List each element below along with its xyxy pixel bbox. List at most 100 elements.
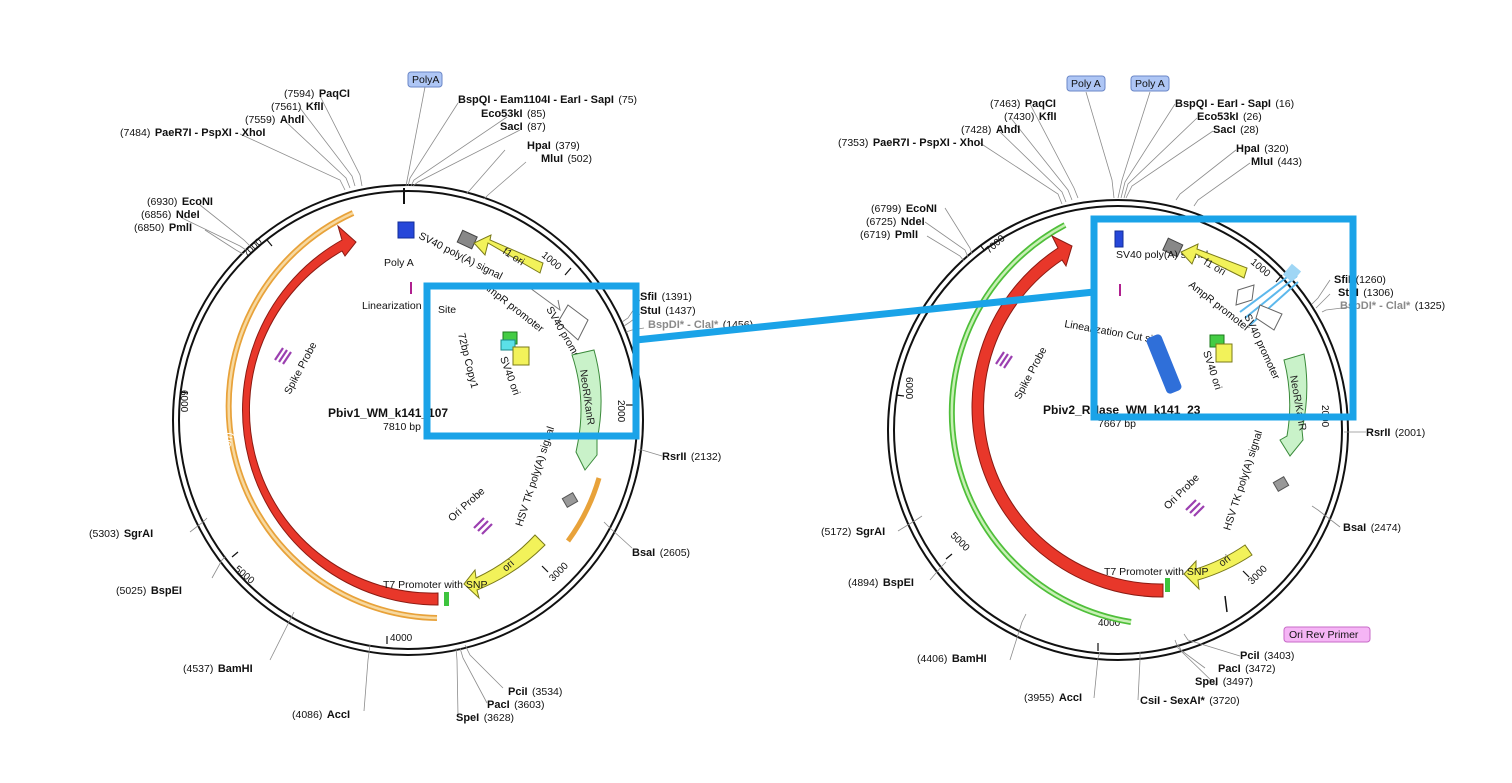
linearization-label: Linearization: [362, 300, 422, 312]
tick-label-7000: 7000: [241, 236, 265, 260]
sv40-polya-box-2: [1162, 237, 1184, 258]
spike-feature-label-2: Spike: [931, 423, 947, 451]
highlight-overlay: [423, 215, 1357, 440]
svg-text:SpeI (3497): SpeI (3497): [1195, 672, 1253, 689]
svg-text:Eco53kI (26): Eco53kI (26): [1197, 107, 1262, 124]
t7-promoter-marker-2: [1165, 578, 1170, 592]
f1-ori-feature-arrow: [473, 234, 544, 274]
svg-text:(7484) PaeR7I - PspXI - XhoI: (7484) PaeR7I - PspXI - XhoI: [120, 123, 265, 140]
svg-text:PacI (3603): PacI (3603): [487, 695, 544, 712]
spike-probe-icon: [274, 347, 292, 365]
svg-text:(7559) AhdI: (7559) AhdI: [245, 110, 304, 127]
ori-feature-arrow-2: [1183, 544, 1253, 591]
svg-text:(6930) EcoNI: (6930) EcoNI: [147, 192, 213, 209]
hsv-label-2: HSV TK poly(A) signal: [1221, 429, 1265, 532]
svg-text:(6850) PmlI: (6850) PmlI: [134, 218, 192, 235]
site-leaders-map-2: [897, 91, 1366, 701]
ori-feature-label-2: ori: [1216, 553, 1233, 570]
svg-text:PciI (3534): PciI (3534): [508, 682, 562, 699]
svg-text:SacI (28): SacI (28): [1213, 120, 1259, 137]
ori-probe-label: Ori Probe: [446, 485, 488, 524]
svg-text:Eco53kI (85): Eco53kI (85): [481, 104, 546, 121]
tick-label-2-6000: 6000: [903, 377, 914, 400]
hsv-outer-arc: [565, 477, 602, 543]
t7-promoter-marker: [444, 592, 449, 606]
polya-feature-label: Poly A: [384, 257, 414, 269]
ori-feature-arrow: [463, 534, 546, 600]
svg-text:(4086) AccI: (4086) AccI: [292, 705, 350, 722]
svg-text:HpaI (379): HpaI (379): [527, 136, 580, 153]
sv40-polya-box: [456, 229, 478, 250]
tick-label-4000: 4000: [390, 633, 413, 644]
svg-text:BspQI - Eam1104I - EarI - SapI: BspQI - Eam1104I - EarI - SapI (75): [458, 90, 637, 107]
polya-tag-label: PolyA: [412, 74, 439, 86]
svg-text:MluI (502): MluI (502): [541, 149, 592, 166]
f1-ori-feature-arrow-2: [1180, 243, 1248, 279]
backbone-outer-circle-2: [887, 199, 1349, 661]
spike-feature-label: Spike (omicron): [209, 431, 236, 505]
svg-text:StuI (1437): StuI (1437): [640, 301, 696, 318]
svg-text:HpaI (320): HpaI (320): [1236, 139, 1289, 156]
restriction-sites-map-1: (7594) PaqCI (7561) KflI (7559) AhdI (74…: [89, 84, 753, 724]
plasmid-1-size: 7810 bp: [383, 421, 421, 433]
tick-label-3000: 3000: [547, 560, 571, 584]
neo-feature-arrow-2: [1279, 353, 1308, 457]
svg-text:BspDI* - ClaI* (1325): BspDI* - ClaI* (1325): [1340, 296, 1445, 313]
svg-text:(6799) EcoNI: (6799) EcoNI: [871, 199, 937, 216]
svg-text:(7594) PaqCI: (7594) PaqCI: [284, 84, 350, 101]
svg-text:(4537) BamHI: (4537) BamHI: [183, 659, 253, 676]
sv40-ori-box: [512, 346, 530, 366]
tick-label-2-1000: 1000: [1248, 257, 1272, 280]
t7-label-2: T7 Promoter with SNP: [1104, 566, 1208, 578]
spike-probe-label: Spike Probe: [282, 340, 320, 396]
highlight-box-map-2: [1090, 215, 1357, 421]
f1-ori-label: f1 ori: [500, 245, 526, 268]
svg-text:BsaI (2474): BsaI (2474): [1343, 518, 1401, 535]
linearization-marker: [410, 282, 412, 294]
svg-text:(7353) PaeR7I - PspXI - XhoI: (7353) PaeR7I - PspXI - XhoI: [838, 133, 983, 150]
highlight-connector-line: [635, 288, 1095, 344]
polya-tag-2a: [1066, 75, 1106, 92]
spike-feature-arrow-2: [971, 234, 1164, 598]
ampr-promoter-label-2: AmpR promoter: [1186, 279, 1252, 334]
polya-feature-box-2: [1114, 230, 1124, 248]
svg-text:(7561) KflI: (7561) KflI: [271, 97, 324, 114]
svg-text:BsaI (2605): BsaI (2605): [632, 543, 690, 560]
ori-probe-icon-2: [1185, 499, 1205, 517]
plasmid-map-1: 1000 2000 3000 4000 5000 6000 7000 Spike…: [89, 71, 753, 724]
svg-text:MluI (443): MluI (443): [1251, 152, 1302, 169]
plasmid-1-name: Pbiv1_WM_k141_107: [328, 406, 448, 420]
tick-label-5000: 5000: [232, 564, 256, 587]
tick-label-2000: 2000: [615, 400, 626, 423]
spike-probe-icon-2: [995, 351, 1013, 369]
svg-text:CsiI - SexAI* (3720): CsiI - SexAI* (3720): [1140, 691, 1240, 708]
svg-text:(7430) KflI: (7430) KflI: [1004, 107, 1057, 124]
spike-feature-arrow: [242, 224, 439, 606]
site-leaders-top: [181, 95, 663, 717]
indel-feature-box: [1146, 334, 1182, 394]
svg-text:(4894) BspEI: (4894) BspEI: [848, 573, 914, 590]
svg-text:RsrII (2001): RsrII (2001): [1366, 423, 1425, 440]
svg-text:(5303) SgrAI: (5303) SgrAI: [89, 524, 153, 541]
tick-label-1000: 1000: [539, 250, 563, 273]
neo-feature-arrow: [571, 349, 602, 471]
tick-label-2-5000: 5000: [948, 530, 972, 554]
ori-probe-icon: [473, 517, 493, 535]
svg-text:(4406) BamHI: (4406) BamHI: [917, 649, 987, 666]
ori-rev-primer-tag: [1283, 626, 1371, 643]
tick-label-2-4000: 4000: [1098, 618, 1121, 629]
svg-text:PciI (3403): PciI (3403): [1240, 646, 1294, 663]
copy-marker-cyan: [500, 339, 516, 351]
spike-probe-label-2: Spike Probe: [1012, 345, 1050, 401]
polya-feature-box: [397, 221, 415, 239]
plasmid-2-size: 7667 bp: [1098, 418, 1136, 430]
backbone-inner-circle-2: [893, 205, 1343, 655]
restriction-sites-map-2: (7463) PaqCI (7430) KflI (7428) AhdI (73…: [821, 94, 1445, 708]
svg-text:SacI (87): SacI (87): [500, 117, 546, 134]
svg-text:(3955) AccI: (3955) AccI: [1024, 688, 1082, 705]
polya-tag-2b: [1130, 75, 1170, 92]
svg-text:(7463) PaqCI: (7463) PaqCI: [990, 94, 1056, 111]
tick-marks: [179, 239, 634, 644]
